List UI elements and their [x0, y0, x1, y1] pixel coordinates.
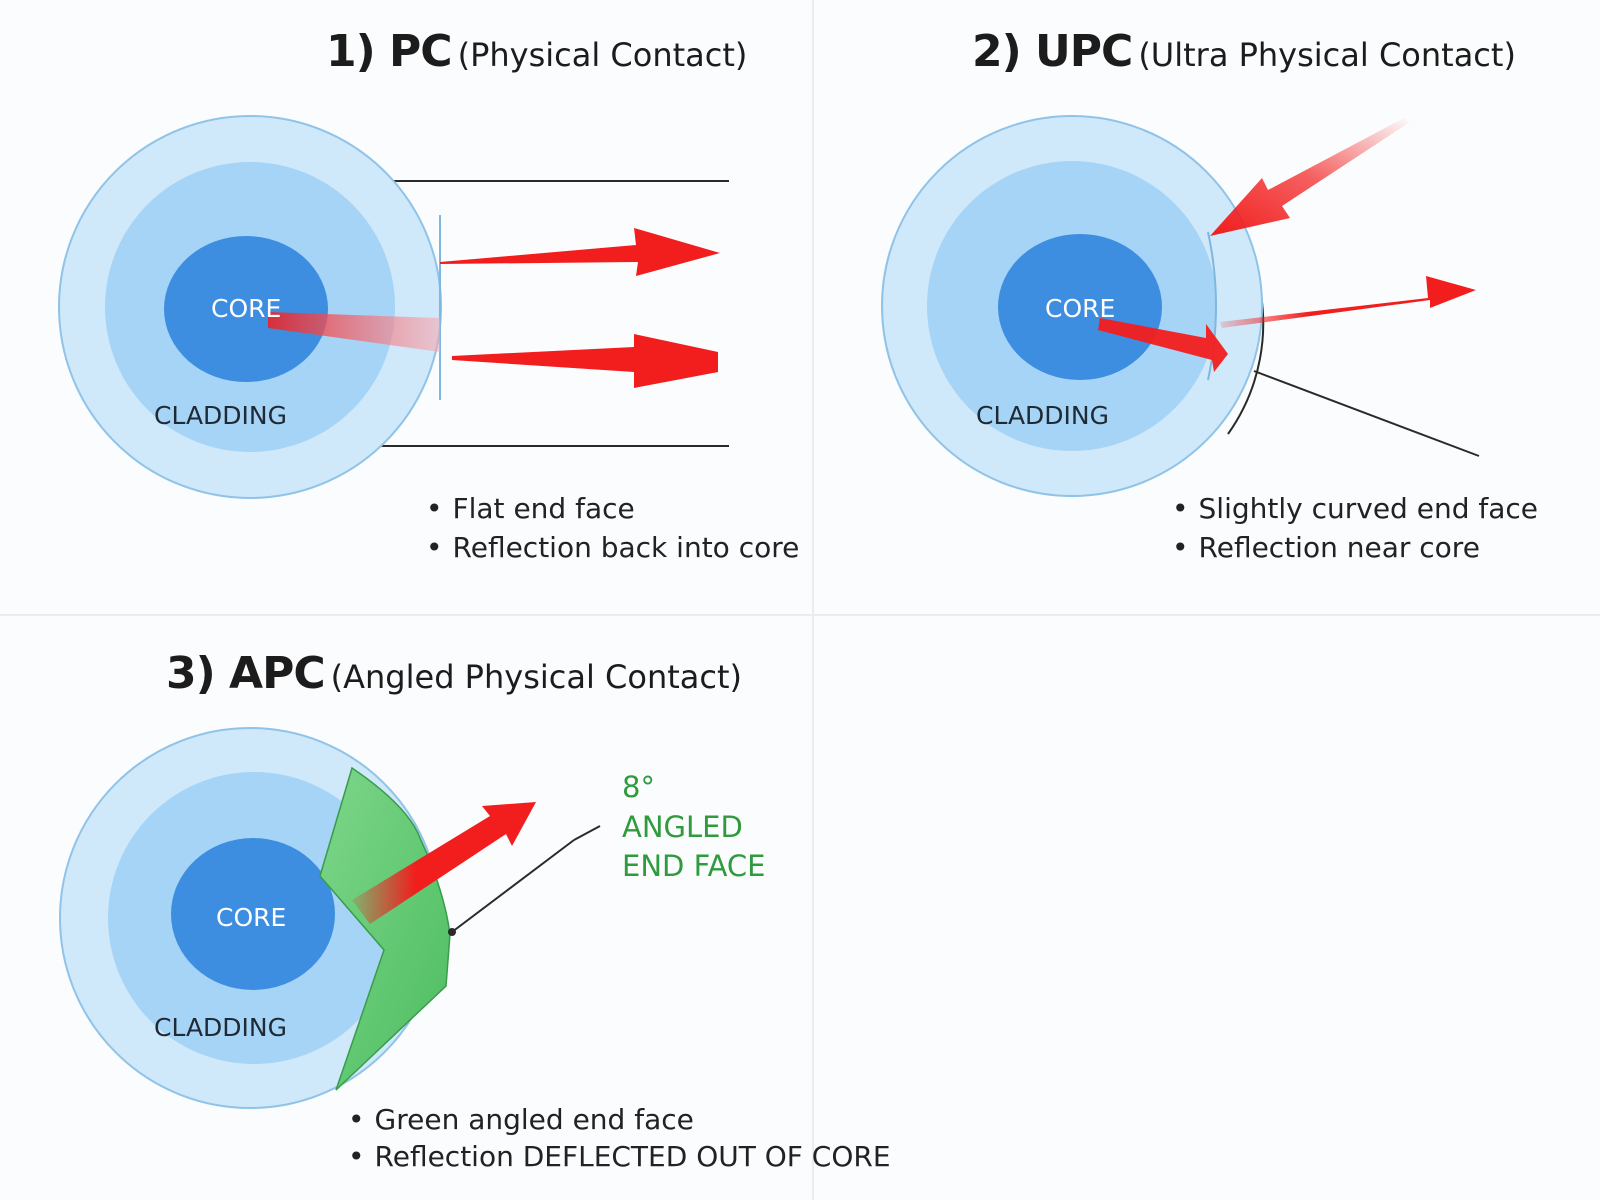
- pc-bullet-item: Reflection back into core: [426, 528, 800, 567]
- pc-title-number: 1) PC: [326, 26, 453, 77]
- apc-core-label: CORE: [216, 903, 286, 932]
- upc-bullet-item: Reflection near core: [1172, 528, 1538, 567]
- apc-panel-title: 3) APC(Angled Physical Contact): [166, 648, 742, 699]
- panel-divider-horizontal: [0, 614, 1600, 616]
- upc-curved-end-face: [1207, 231, 1217, 381]
- apc-callout-line1: ANGLED: [622, 810, 743, 844]
- apc-fiber-diagram: CORE CLADDING 8° ANGLED END FACE: [59, 727, 766, 1109]
- apc-cladding-label: CLADDING: [154, 1013, 287, 1042]
- apc-bullet-item: Green angled end face: [348, 1101, 891, 1138]
- apc-deflected-reflection-arrow: [352, 802, 536, 924]
- apc-title-full-name: (Angled Physical Contact): [330, 658, 742, 696]
- apc-callout-line2: END FACE: [622, 849, 766, 883]
- apc-title-number: 3) APC: [166, 648, 326, 699]
- apc-callout-angle: 8°: [622, 770, 655, 804]
- apc-callout-dot: [448, 928, 456, 936]
- pc-reflection-beam: [268, 312, 440, 352]
- upc-core: [998, 234, 1162, 380]
- upc-bullet-list: Slightly curved end face Reflection near…: [1172, 489, 1539, 567]
- pc-core-label: CORE: [211, 294, 281, 323]
- upc-core-label: CORE: [1045, 294, 1115, 323]
- upc-cladding-label: CLADDING: [976, 401, 1109, 430]
- apc-core: [171, 838, 335, 990]
- apc-callout-leader-a: [451, 839, 575, 933]
- upc-panel-title: 2) UPC(Ultra Physical Contact): [972, 26, 1516, 77]
- upc-incoming-beam: [1210, 118, 1410, 236]
- panel-divider-vertical: [812, 0, 814, 1200]
- pc-panel-title: 1) PC(Physical Contact): [326, 26, 747, 77]
- pc-title-full-name: (Physical Contact): [457, 36, 748, 74]
- apc-callout-leader-b: [573, 825, 601, 841]
- pc-bullet-item: Flat end face: [426, 489, 799, 528]
- apc-bullet-list: Green angled end face Reflection DEFLECT…: [348, 1101, 891, 1175]
- upc-guide-line: [1253, 370, 1480, 457]
- apc-bullet-item: Reflection DEFLECTED OUT OF CORE: [348, 1138, 891, 1175]
- pc-bullet-list: Flat end face Reflection back into core: [426, 489, 800, 567]
- pc-reflected-arrow-upper: [440, 228, 720, 276]
- upc-core-reflection-beam: [1098, 318, 1228, 372]
- upc-title-number: 2) UPC: [972, 26, 1133, 77]
- upc-bullet-item: Slightly curved end face: [1172, 489, 1539, 528]
- pc-core: [164, 236, 328, 382]
- pc-reflected-arrow-lower: [452, 334, 718, 388]
- upc-reflected-arrow: [1220, 276, 1476, 328]
- pc-cladding-label: CLADDING: [154, 401, 287, 430]
- upc-fiber-diagram: CORE CLADDING: [881, 115, 1480, 497]
- pc-fiber-diagram: CORE CLADDING: [58, 115, 729, 499]
- upc-title-full-name: (Ultra Physical Contact): [1138, 36, 1516, 74]
